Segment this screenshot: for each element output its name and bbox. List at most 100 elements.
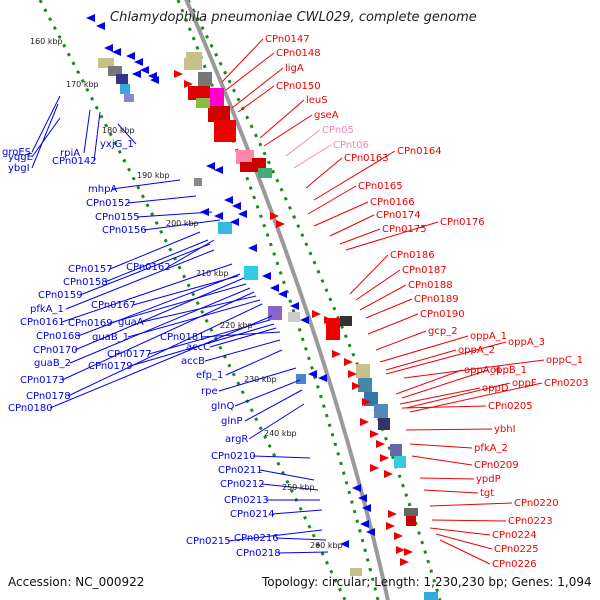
gene-label[interactable]: CPn0158 <box>63 277 108 288</box>
gene-label[interactable]: accB <box>181 356 205 367</box>
gene-label[interactable]: CPn0161 <box>20 317 65 328</box>
gene-label[interactable]: CPn05 <box>322 125 354 136</box>
gene-label[interactable]: CPn0177 <box>107 349 152 360</box>
gene-label[interactable]: oppA_2 <box>458 345 495 356</box>
leader-line <box>74 277 245 351</box>
gene-label[interactable]: leuS <box>306 95 328 106</box>
gene-label[interactable]: groES <box>2 147 31 158</box>
gene-label[interactable]: CPn0148 <box>276 48 321 59</box>
feature-block <box>198 72 212 86</box>
gene-label[interactable]: CPn0180 <box>8 403 53 414</box>
gene-label[interactable]: CPn0181 <box>160 332 205 343</box>
gene-label[interactable]: CPn0214 <box>230 509 275 520</box>
gene-label[interactable]: accC <box>186 342 210 353</box>
gene-label[interactable]: CPn0152 <box>86 198 131 209</box>
gene-label[interactable]: CPn0225 <box>494 544 539 555</box>
gene-label[interactable]: rpiA <box>60 148 80 159</box>
gene-label[interactable]: CPn0159 <box>38 290 83 301</box>
gene-label[interactable]: gcp_2 <box>428 326 458 337</box>
gene-label[interactable]: guaA <box>118 317 144 328</box>
leader-line <box>439 539 491 565</box>
kbp-label: 220 kbp <box>220 321 253 330</box>
gene-label[interactable]: oppA_3 <box>508 337 545 348</box>
gene-label[interactable]: CPn0210 <box>211 451 256 462</box>
gene-label[interactable]: CPn0213 <box>224 495 269 506</box>
gene-label[interactable]: CPn0173 <box>20 375 65 386</box>
gene-label[interactable]: pfkA_2 <box>474 443 508 454</box>
gene-label[interactable]: CPn0224 <box>492 530 537 541</box>
gene-label[interactable]: oppB_1 <box>490 365 527 376</box>
gene-label[interactable]: ybhI <box>494 424 516 435</box>
gene-label[interactable]: CPn0170 <box>33 345 78 356</box>
leader-line <box>365 298 413 319</box>
gene-label[interactable]: guaB_1 <box>92 332 129 343</box>
gene-label[interactable]: CPn0188 <box>408 280 453 291</box>
gene-label[interactable]: oppF <box>512 378 537 389</box>
gene-label[interactable]: CPn0167 <box>91 300 136 311</box>
gene-label[interactable]: CPn0211 <box>218 465 263 476</box>
gene-label[interactable]: CPn0164 <box>397 146 442 157</box>
gene-label[interactable]: oppD <box>482 383 509 394</box>
feature-block <box>120 84 130 94</box>
gene-label[interactable]: CPn0174 <box>376 210 421 221</box>
gene-label[interactable]: oppA_4 <box>464 365 501 376</box>
kbp-label: 260 kbp <box>310 541 343 550</box>
gene-label[interactable]: mhpA <box>88 184 117 195</box>
leader-line <box>31 117 61 158</box>
gene-label[interactable]: CPn0179 <box>88 361 133 372</box>
gene-label[interactable]: CPn0155 <box>95 212 140 223</box>
gene-label[interactable]: CPn0205 <box>488 401 533 412</box>
gene-label[interactable]: oppA_1 <box>470 331 507 342</box>
gene-label[interactable]: glnP <box>221 416 243 427</box>
gene-label[interactable]: CPn0147 <box>265 34 310 45</box>
gene-label[interactable]: CPn0175 <box>382 224 427 235</box>
gene-label[interactable]: CPn0226 <box>492 559 537 570</box>
gene-label[interactable]: CPn0190 <box>420 309 465 320</box>
gene-label[interactable]: CPn0165 <box>358 181 403 192</box>
gene-label[interactable]: CPn0142 <box>52 156 97 167</box>
gene-label[interactable]: glnQ <box>211 401 234 412</box>
gene-label[interactable]: yxjG_1 <box>100 139 134 150</box>
gene-label[interactable]: CPn0166 <box>370 197 415 208</box>
strand-arrow <box>134 58 143 66</box>
gene-label[interactable]: CPn0209 <box>474 460 519 471</box>
leader-line <box>277 551 329 554</box>
gene-label[interactable]: CPn0176 <box>440 217 485 228</box>
gene-label[interactable]: CPn0223 <box>508 516 553 527</box>
gene-label[interactable]: CPn0186 <box>390 250 435 261</box>
gene-label[interactable]: pfkA_1 <box>30 304 64 315</box>
gene-label[interactable]: CPn0218 <box>236 548 281 559</box>
gene-label[interactable]: oppC_1 <box>546 355 583 366</box>
gene-label[interactable]: CPn0168 <box>36 331 81 342</box>
gene-label[interactable]: CPn0187 <box>402 265 447 276</box>
gene-label[interactable]: gseA <box>314 110 339 121</box>
feature-block <box>390 444 402 456</box>
gene-label[interactable]: CPn0150 <box>276 81 321 92</box>
gene-label[interactable]: CPn0203 <box>544 378 589 389</box>
gene-label[interactable]: CPn0215 <box>186 536 231 547</box>
gene-label[interactable]: CPn0169 <box>68 318 113 329</box>
gene-label[interactable]: ligA <box>285 63 304 74</box>
gene-label[interactable]: ybgI <box>8 163 30 174</box>
strand-arrow <box>386 522 395 530</box>
gene-label[interactable]: CPn0157 <box>68 264 113 275</box>
leader-line <box>225 349 283 376</box>
gene-label[interactable]: tgt <box>480 488 494 499</box>
gene-label[interactable]: CPn0156 <box>102 225 147 236</box>
gene-label[interactable]: CPn0178 <box>26 391 71 402</box>
gene-label[interactable]: yqgE <box>8 152 33 163</box>
gene-label[interactable]: CPnt06 <box>333 140 369 151</box>
gene-label[interactable]: argR <box>225 434 248 445</box>
gene-label[interactable]: ypdP <box>476 474 501 485</box>
strand-arrow <box>360 520 369 528</box>
gene-label[interactable]: CPn0189 <box>414 294 459 305</box>
gene-label[interactable]: CPn0216 <box>234 533 279 544</box>
gene-label[interactable]: CPn0162 <box>126 262 171 273</box>
gene-label[interactable]: CPn0212 <box>220 479 265 490</box>
gene-label[interactable]: efp_1 <box>196 370 223 381</box>
gene-label[interactable]: guaB_2 <box>34 358 71 369</box>
gene-label[interactable]: CPn0163 <box>344 153 389 164</box>
gene-label[interactable]: rpe <box>201 386 218 397</box>
gene-label[interactable]: CPn0220 <box>514 498 559 509</box>
feature-block <box>356 364 370 378</box>
